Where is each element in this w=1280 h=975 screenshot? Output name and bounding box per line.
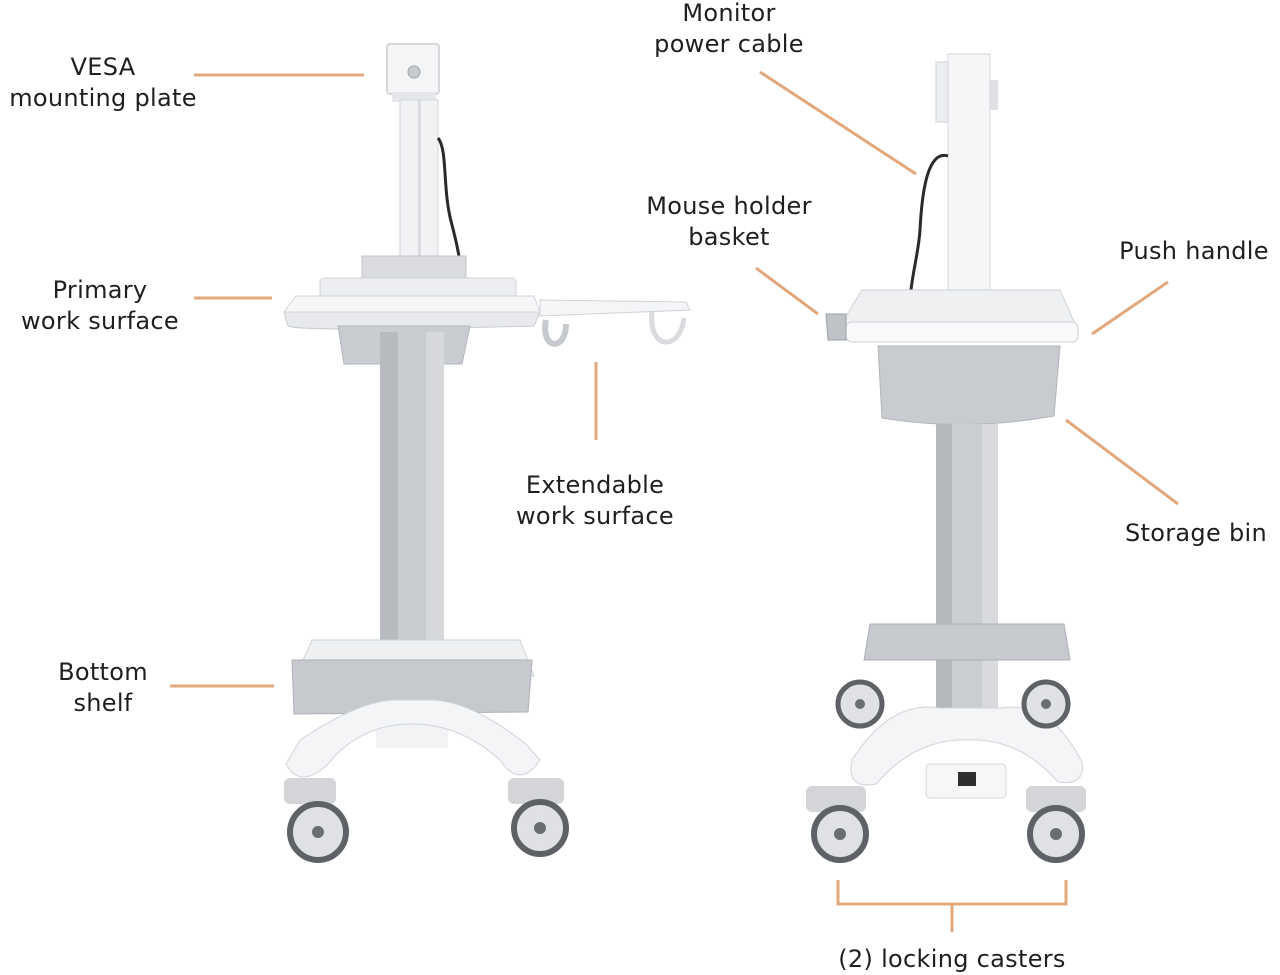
right-front-right-caster [1026, 786, 1086, 863]
left-rear-caster [508, 778, 569, 857]
right-mast [947, 53, 991, 305]
label-vesa-line2: mounting plate [9, 84, 197, 112]
leader-monitor-cable [759, 70, 917, 176]
leader-lines [170, 70, 1179, 932]
right-back-left-caster [835, 679, 885, 729]
right-cart [806, 53, 1086, 863]
right-front-left-caster [806, 786, 869, 863]
label-extendable-work-surface: Extendable work surface [502, 470, 688, 532]
extendable-work-surface [539, 299, 691, 317]
label-vesa-line1: VESA [70, 53, 136, 81]
label-locking-casters: (2) locking casters [812, 944, 1092, 975]
label-monitor-line1: Monitor [682, 0, 776, 27]
label-monitor-line2: power cable [654, 30, 804, 58]
mouse-holder-basket [825, 313, 847, 341]
leader-casters-bracket [836, 880, 1068, 932]
label-bottom-line1: Bottom [58, 658, 148, 686]
label-push-handle: Push handle [1108, 236, 1280, 267]
label-bottom-line2: shelf [73, 689, 133, 717]
power-inlet [958, 772, 976, 786]
label-primary-line2: work surface [20, 307, 179, 335]
label-primary-work-surface: Primary work surface [8, 275, 192, 337]
label-vesa-mounting-plate: VESA mounting plate [0, 52, 206, 114]
label-primary-line1: Primary [52, 276, 148, 304]
label-push-line1: Push handle [1119, 237, 1269, 265]
label-storage-bin: Storage bin [1112, 518, 1280, 549]
left-front-caster [284, 778, 349, 863]
label-mouse-line1: Mouse holder [646, 192, 812, 220]
label-storage-line1: Storage bin [1125, 519, 1267, 547]
label-bottom-shelf: Bottom shelf [40, 657, 166, 719]
label-mouse-holder-basket: Mouse holder basket [630, 191, 828, 253]
vesa-knob [407, 65, 421, 79]
push-handle [845, 321, 1079, 343]
label-monitor-power-cable: Monitor power cable [636, 0, 822, 60]
label-extendable-line2: work surface [515, 502, 674, 530]
left-cart [283, 43, 691, 863]
label-extendable-line1: Extendable [525, 471, 665, 499]
leader-storage-bin [1065, 418, 1179, 506]
right-back-right-caster [1021, 679, 1071, 729]
label-mouse-line2: basket [688, 223, 770, 251]
label-casters-line1: (2) locking casters [838, 945, 1066, 973]
storage-bin [877, 345, 1061, 425]
leader-mouse-basket [755, 266, 819, 316]
leader-push-handle [1091, 280, 1169, 336]
